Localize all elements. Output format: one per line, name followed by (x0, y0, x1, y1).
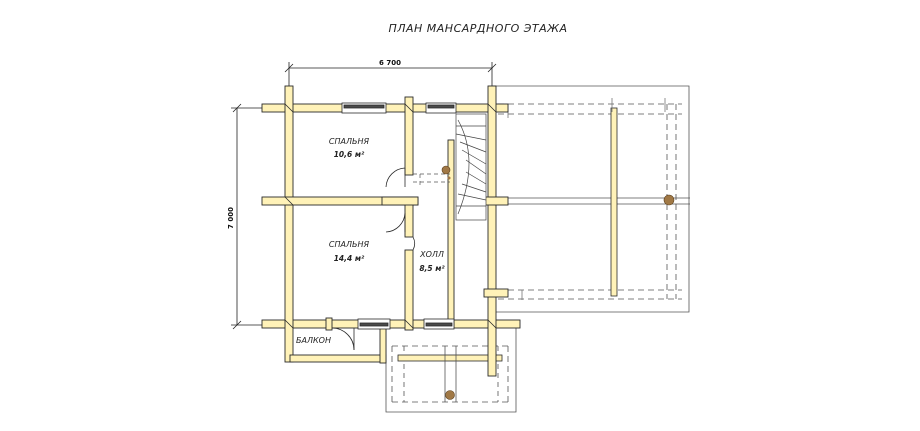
room-area-hall: 8,5 м² (419, 264, 445, 273)
stair-dashed-guide (413, 173, 450, 188)
dimension-depth (231, 103, 262, 330)
room-area-bedroom-top: 10,6 м² (334, 150, 365, 159)
room-name-balcony: БАЛКОН (296, 336, 331, 345)
room-name-bedroom-bottom: СПАЛЬНЯ (329, 240, 370, 249)
windows (341, 102, 457, 330)
post-icon (447, 176, 451, 180)
terrace-outline (492, 85, 690, 313)
plan-title: ПЛАН МАНСАРДНОГО ЭТАЖА (388, 22, 567, 35)
room-name-hall: ХОЛЛ (419, 250, 444, 259)
wall-joints (284, 103, 497, 329)
post-icon (663, 194, 675, 206)
dimension-width (284, 62, 497, 100)
room-area-bedroom-bottom: 14,4 м² (334, 254, 365, 263)
dimension-width-label: 6 700 (379, 59, 401, 67)
staircase (455, 113, 487, 221)
post-icon (445, 390, 455, 400)
room-name-bedroom-top: СПАЛЬНЯ (329, 137, 370, 146)
dimension-depth-label: 7 000 (227, 207, 235, 229)
post-icon (441, 165, 451, 175)
doors (331, 167, 415, 351)
